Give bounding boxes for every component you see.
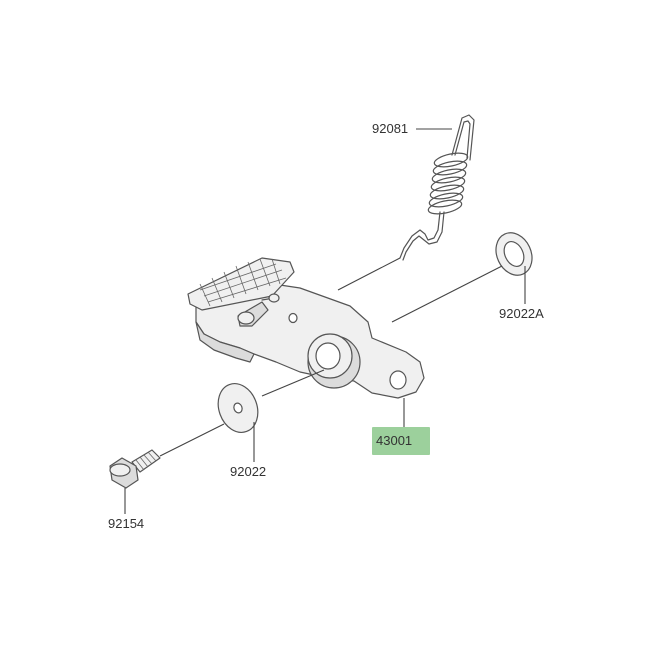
washer-a-part[interactable] (489, 227, 538, 281)
bolt-part[interactable] (109, 449, 161, 489)
part-label-43001[interactable]: 43001 (376, 433, 413, 448)
part-label-92022A[interactable]: 92022A (499, 306, 544, 321)
leader-lines (124, 128, 526, 514)
spring-part[interactable] (399, 114, 475, 261)
pedal-part[interactable] (187, 257, 425, 399)
part-label-92022[interactable]: 92022 (230, 464, 267, 479)
part-label-92081[interactable]: 92081 (372, 121, 409, 136)
part-highlight (372, 427, 430, 455)
part-label-92154[interactable]: 92154 (108, 516, 145, 531)
washer-part[interactable] (212, 378, 265, 438)
